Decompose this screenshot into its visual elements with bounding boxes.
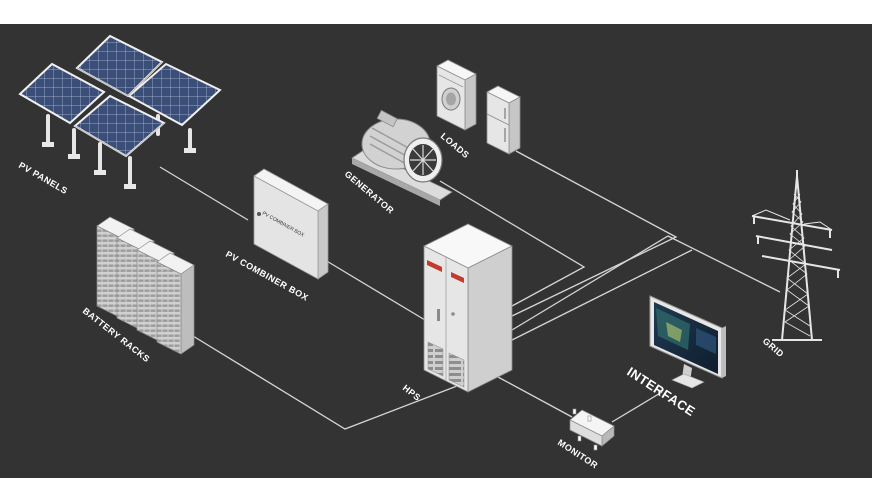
battery-racks: [96, 216, 195, 355]
loads-appliances: [436, 59, 521, 155]
hps-cabinet: [423, 223, 513, 393]
line-grid-to-hps: [511, 235, 781, 331]
line-hps-to-monitor: [497, 376, 573, 418]
line-monitor-to-interface: [611, 391, 663, 423]
diagram-svg: PV PANELS PV COMBINER BOX PV COMBINER BO…: [17, 34, 841, 471]
system-diagram: PV PANELS PV COMBINER BOX PV COMBINER BO…: [0, 24, 872, 478]
line-battery-to-hps: [192, 335, 471, 430]
monitor-device: [569, 408, 615, 451]
line-grid-to-hps-2: [511, 249, 693, 341]
line-loads-to-hps: [511, 150, 678, 317]
connection-lines: [159, 150, 781, 430]
line-pv-to-combiner: [159, 166, 249, 221]
grid-tower: [751, 170, 841, 341]
generator: [351, 109, 453, 206]
interface-display: [649, 295, 726, 389]
loads-label: LOADS: [439, 131, 471, 161]
line-generator-to-hps: [439, 180, 586, 307]
line-combiner-to-hps: [324, 259, 426, 321]
monitor-label: MONITOR: [556, 437, 600, 470]
pv-combiner-box: PV COMBINER BOX: [253, 168, 329, 280]
pv-panels-array: [18, 34, 222, 189]
pv-panels-label: PV PANELS: [17, 160, 69, 196]
